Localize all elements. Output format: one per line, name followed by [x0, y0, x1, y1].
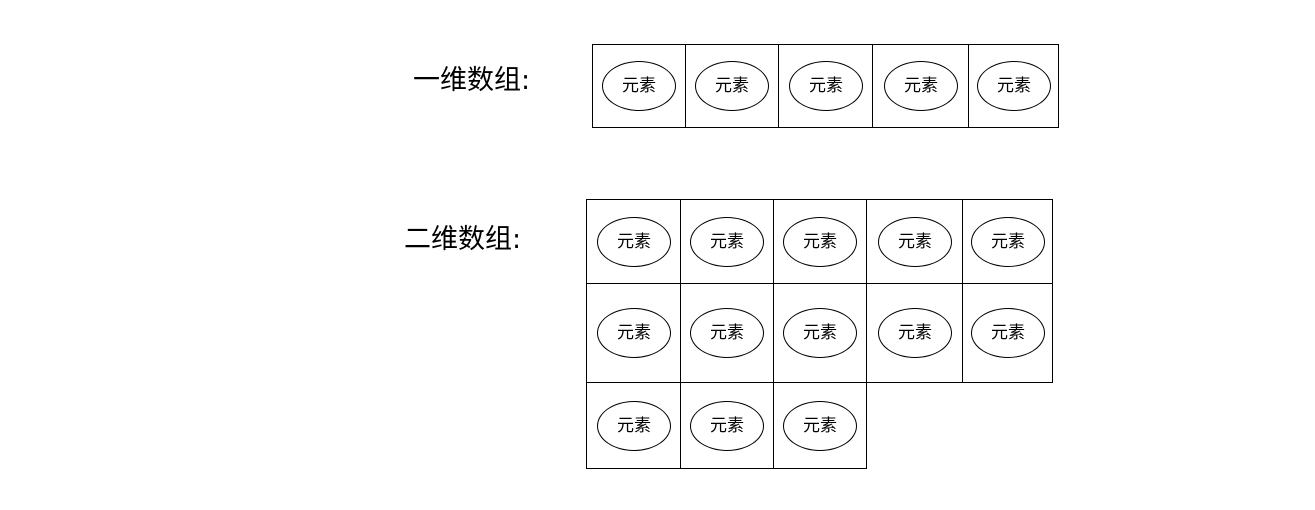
array-cell-2d-r1-c3: 元素 [866, 283, 963, 383]
element-ellipse: 元素 [690, 217, 764, 267]
element-ellipse: 元素 [878, 217, 952, 267]
array-cell-1d-3: 元素 [872, 44, 969, 128]
element-ellipse: 元素 [884, 61, 958, 111]
array-cell-2d-r0-c2: 元素 [773, 199, 867, 284]
element-ellipse: 元素 [878, 308, 952, 358]
element-ellipse: 元素 [783, 401, 857, 451]
array-cell-2d-r2-c1: 元素 [680, 382, 774, 469]
array-cell-2d-r2-c0: 元素 [586, 382, 681, 469]
two-dimensional-array-label: 二维数组: [404, 224, 522, 255]
element-ellipse: 元素 [597, 217, 671, 267]
element-ellipse: 元素 [789, 61, 863, 111]
array-cell-2d-r0-c0: 元素 [586, 199, 681, 284]
array-cell-2d-r0-c3: 元素 [866, 199, 963, 284]
array-cell-2d-r1-c0: 元素 [586, 283, 681, 383]
array-cell-2d-r0-c4: 元素 [962, 199, 1053, 284]
element-ellipse: 元素 [695, 61, 769, 111]
one-dimensional-array-label: 一维数组: [413, 65, 531, 96]
element-ellipse: 元素 [597, 401, 671, 451]
element-ellipse: 元素 [783, 217, 857, 267]
element-ellipse: 元素 [971, 217, 1045, 267]
element-ellipse: 元素 [971, 308, 1045, 358]
element-ellipse: 元素 [602, 61, 676, 111]
element-ellipse: 元素 [690, 308, 764, 358]
array-cell-2d-r0-c1: 元素 [680, 199, 774, 284]
element-ellipse: 元素 [977, 61, 1051, 111]
element-ellipse: 元素 [597, 308, 671, 358]
array-cell-1d-2: 元素 [778, 44, 873, 128]
array-cell-1d-1: 元素 [685, 44, 779, 128]
array-cell-2d-r2-c2: 元素 [773, 382, 867, 469]
array-cell-1d-4: 元素 [968, 44, 1059, 128]
element-ellipse: 元素 [783, 308, 857, 358]
array-cell-2d-r1-c4: 元素 [962, 283, 1053, 383]
element-ellipse: 元素 [690, 401, 764, 451]
array-cell-1d-0: 元素 [592, 44, 686, 128]
array-cell-2d-r1-c2: 元素 [773, 283, 867, 383]
array-cell-2d-r1-c1: 元素 [680, 283, 774, 383]
